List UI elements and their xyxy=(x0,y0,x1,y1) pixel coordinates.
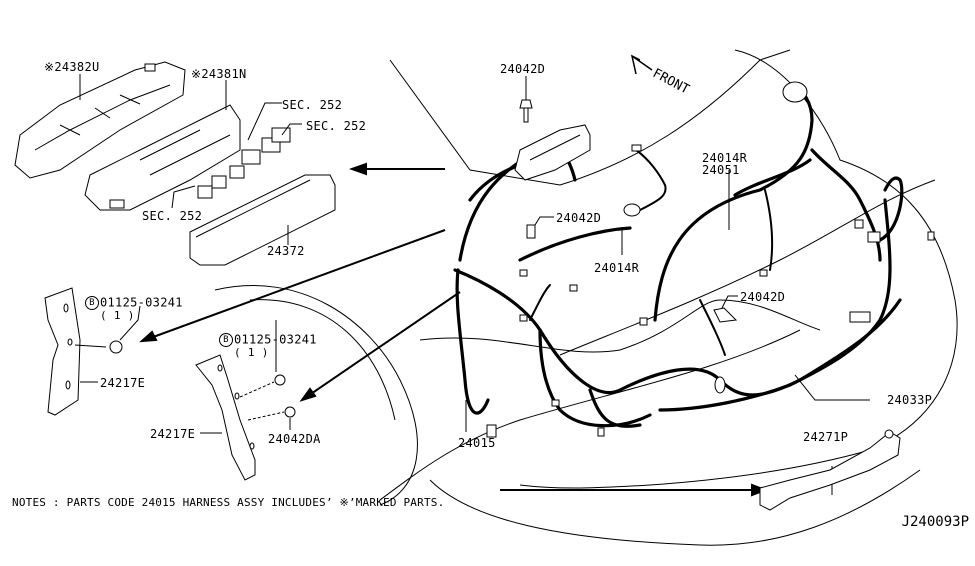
label-sec252-c: SEC. 252 xyxy=(142,209,203,223)
body-outline-frontline xyxy=(420,300,820,352)
harness-fuse-block xyxy=(515,125,590,180)
bolt-mid xyxy=(200,320,295,433)
label-24014R-b: 24014R xyxy=(594,261,640,275)
front-arrow-icon xyxy=(632,56,652,74)
label-24271P: 24271P xyxy=(803,430,849,444)
b-marker-icon: B xyxy=(85,296,99,310)
label-24217E-mid: 24217E xyxy=(150,427,196,441)
label-24217E-left: 24217E xyxy=(100,376,146,390)
label-bolt-left-qty: ( 1 ) xyxy=(100,309,135,322)
ipdm-box-24382U xyxy=(15,62,185,178)
label-24042D-top: 24042D xyxy=(500,62,546,76)
label-24015: 24015 xyxy=(458,436,496,450)
label-24042D-mid: 24042D xyxy=(556,211,602,225)
label-24042D-right: 24042D xyxy=(740,290,786,304)
label-24381N: ※24381N xyxy=(191,67,247,81)
notes-text: NOTES : PARTS CODE 24015 HARNESS ASSY IN… xyxy=(12,496,445,509)
label-sec252-a: SEC. 252 xyxy=(282,98,343,112)
clip-24042D-mid xyxy=(527,225,535,238)
diagram-code: J240093P xyxy=(901,514,969,530)
bracket-24217E-mid xyxy=(196,355,255,480)
body-outline-bumper xyxy=(430,470,920,545)
label-24051: 24051 xyxy=(702,163,740,177)
fuse-block-24381N xyxy=(85,105,240,210)
bracket-24217E-left xyxy=(45,288,80,415)
body-outline-hood xyxy=(390,50,790,185)
clip-24042D-right xyxy=(714,308,736,322)
bolt-left-code: 01125-03241 xyxy=(100,295,183,310)
bracket-24271P xyxy=(760,430,900,510)
label-24042DA: 24042DA xyxy=(268,432,321,446)
bolt-left xyxy=(75,306,140,382)
label-24382U: ※24382U xyxy=(44,60,100,74)
b-marker-icon: B xyxy=(219,333,233,347)
body-outline-fender xyxy=(520,50,957,488)
label-sec252-b: SEC. 252 xyxy=(306,119,367,133)
body-outline-wheelhouse-inner xyxy=(250,300,395,420)
label-bolt-mid-qty: ( 1 ) xyxy=(234,346,269,359)
label-24372: 24372 xyxy=(267,244,305,258)
bolt-mid-code: 01125-03241 xyxy=(234,332,317,347)
clip-24042D-top xyxy=(520,100,532,122)
relays xyxy=(198,128,290,198)
label-24033P: 24033P xyxy=(887,393,933,407)
label-24014R-a: 24014R xyxy=(702,151,748,165)
body-outline-lower xyxy=(380,330,800,500)
fuse-box-cover-24372 xyxy=(190,175,335,265)
